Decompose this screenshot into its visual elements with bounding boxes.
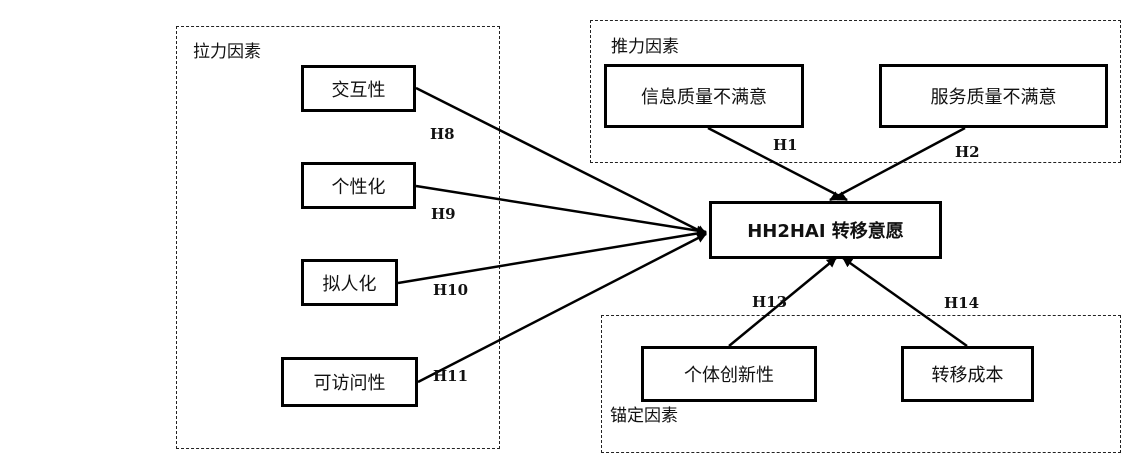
node-service-quality: 服务质量不满意 (879, 64, 1108, 128)
label-h8: H8 (430, 125, 455, 143)
node-anthropomorphism: 拟人化 (301, 259, 398, 306)
group-anchor-title: 锚定因素 (610, 406, 678, 426)
label-h9: H9 (431, 205, 456, 223)
arrow-h1 (707, 126, 848, 202)
arrow-h14 (842, 256, 968, 348)
node-info-quality: 信息质量不满意 (604, 64, 804, 128)
label-h11: H11 (433, 367, 469, 385)
node-personalization: 个性化 (301, 162, 416, 209)
label-h1: H1 (773, 136, 798, 154)
node-accessibility: 可访问性 (281, 357, 418, 407)
label-h10: H10 (433, 281, 469, 299)
node-interactivity: 交互性 (301, 65, 416, 112)
arrow-h13 (728, 257, 837, 347)
arrow-h9 (415, 184, 707, 236)
node-switching-cost: 转移成本 (901, 346, 1034, 402)
group-anchor-factors (601, 315, 1121, 453)
arrow-h11 (417, 232, 707, 384)
arrow-h2 (829, 126, 966, 202)
label-h2: H2 (955, 143, 980, 161)
arrow-h8 (415, 86, 707, 236)
group-pull-factors (176, 26, 500, 449)
label-h13: H13 (752, 293, 788, 311)
arrow-h10 (397, 228, 707, 285)
group-pull-title: 拉力因素 (193, 42, 261, 62)
group-push-factors (590, 20, 1121, 163)
node-target: HH2HAI 转移意愿 (709, 201, 942, 259)
node-innovativeness: 个体创新性 (641, 346, 817, 402)
label-h14: H14 (944, 294, 980, 312)
group-push-title: 推力因素 (611, 37, 679, 57)
